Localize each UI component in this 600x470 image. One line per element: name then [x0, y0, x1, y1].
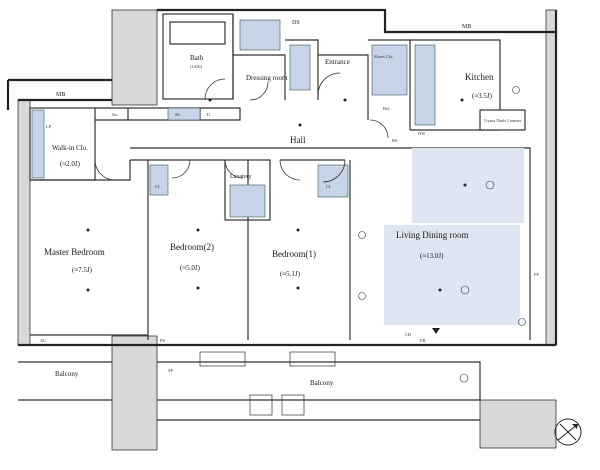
sp-label: SP	[168, 368, 174, 373]
ldr-floor	[384, 148, 524, 325]
su-label: Su	[112, 112, 118, 117]
mb-left-label: MB	[56, 92, 65, 98]
mb-top-label: MB	[462, 24, 471, 30]
fixtures	[31, 19, 436, 218]
master-label: Master Bedroom	[44, 247, 105, 257]
kitchen-label: Kitchen	[465, 72, 494, 82]
outer-walls	[6, 8, 558, 347]
dw-label: DW	[418, 131, 426, 136]
interior-walls	[18, 13, 531, 421]
fr-label: FR	[420, 338, 426, 343]
ac-label: AC	[40, 338, 46, 343]
cl-label: CL	[155, 184, 161, 189]
closet-bed1	[317, 164, 349, 198]
ref-label: Ref.	[383, 106, 391, 111]
fixture-circles	[358, 86, 526, 383]
lp-label: LP	[46, 124, 52, 129]
hall-label: Hall	[290, 135, 306, 145]
shoes-closet	[371, 44, 408, 96]
ldr-size: (≈13.0J)	[420, 252, 444, 260]
balcony-units	[199, 351, 336, 416]
bed1-size: (≈5.1J)	[280, 270, 301, 278]
bs-label: BS	[392, 138, 398, 143]
cl-label-2: CL	[326, 184, 332, 189]
light-fixtures	[86, 98, 467, 292]
north-arrow-icon	[554, 418, 582, 446]
bed2-label: Bedroom(2)	[170, 242, 214, 252]
cb-label: CB	[405, 332, 411, 337]
doors	[94, 72, 389, 183]
walkin-label: Walk-in Clo.	[52, 144, 88, 152]
closet-bed2	[149, 164, 169, 196]
dressing-label: Dressing room	[246, 74, 288, 82]
shoes-closet-label: Shoes Clo.	[374, 54, 394, 59]
master-size: (≈7.5J)	[72, 266, 93, 274]
balcony-main-label: Balcony	[310, 379, 334, 387]
vanity	[239, 19, 281, 51]
bed1-label: Bedroom(1)	[272, 249, 316, 259]
hall-closet	[167, 107, 201, 121]
bed2-size: (≈5.0J)	[180, 264, 201, 272]
entrance-label: Entrance	[325, 58, 350, 66]
uyasa-label: Uyasa Dash Counter	[484, 118, 522, 123]
kitchen-size: (≈3.5J)	[472, 92, 493, 100]
bath-note: (1416)	[190, 64, 202, 69]
ps-label: PS	[160, 338, 166, 343]
balcony-left-label: Balcony	[55, 370, 79, 378]
lavatory-label: Lavatory	[230, 174, 252, 180]
ti-label: Ti	[206, 112, 211, 117]
lavatory-basin	[229, 184, 266, 218]
ldr-label: Living Dining room	[396, 230, 469, 240]
sh-label: Sh	[175, 112, 181, 117]
closet-rail	[31, 109, 45, 179]
dressing-storage	[289, 44, 311, 91]
walkin-size: (≈2.0J)	[60, 160, 81, 168]
kitchen-counter-left	[414, 44, 436, 126]
entry-marker	[432, 328, 440, 334]
ds-label: DS	[292, 20, 300, 26]
pf-label: PF	[534, 272, 540, 277]
bath-label: Bath	[190, 54, 204, 62]
